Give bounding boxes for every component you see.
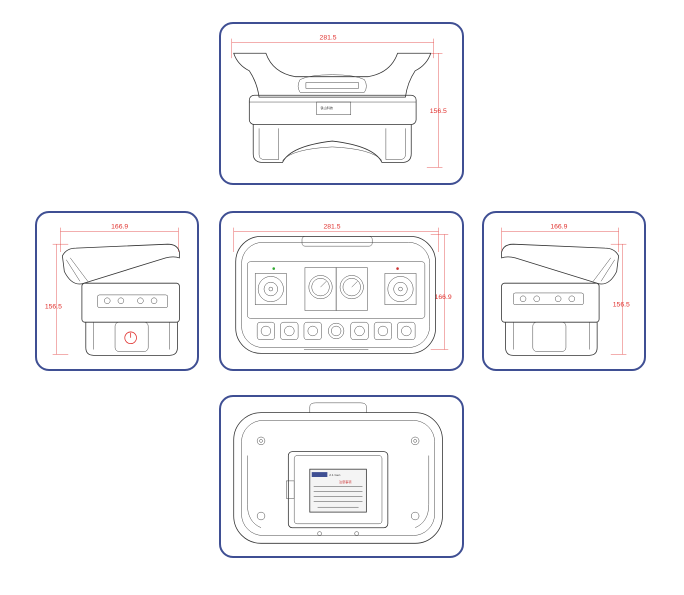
svg-text:注意事项: 注意事项 — [339, 479, 351, 484]
front-view-panel: 281.5 166.9 — [219, 211, 464, 371]
front-width-label: 281.5 — [323, 224, 340, 231]
button-icon — [256, 321, 275, 340]
power-button-icon — [124, 331, 137, 345]
top-view-drawing: 281.5 156.5 铁山科技 — [231, 35, 447, 168]
top-height-label: 156.5 — [430, 108, 447, 115]
gauge-icon — [308, 275, 333, 300]
left-height-label: 156.5 — [45, 304, 62, 311]
top-width-label: 281.5 — [320, 35, 337, 42]
right-view-drawing: 166.9 156.5 — [501, 224, 630, 356]
svg-text:2.1 Gen: 2.1 Gen — [329, 473, 340, 477]
back-view-panel: 2.1 Gen 注意事项 — [219, 395, 464, 558]
right-width-label: 166.9 — [550, 224, 567, 231]
right-view-panel: 166.9 156.5 — [482, 211, 646, 371]
left-width-label: 166.9 — [111, 224, 128, 231]
top-view-panel: 281.5 156.5 铁山科技 — [219, 22, 464, 185]
front-height-label: 166.9 — [435, 294, 452, 301]
left-view-panel: 166.9 156.5 — [35, 211, 199, 371]
svg-text:铁山科技: 铁山科技 — [321, 105, 333, 110]
back-view-drawing: 2.1 Gen 注意事项 — [233, 402, 443, 544]
front-view-drawing: 281.5 166.9 — [233, 224, 452, 354]
right-height-label: 156.5 — [613, 302, 630, 309]
left-view-drawing: 166.9 156.5 — [45, 224, 180, 356]
joystick-icon — [257, 276, 284, 302]
